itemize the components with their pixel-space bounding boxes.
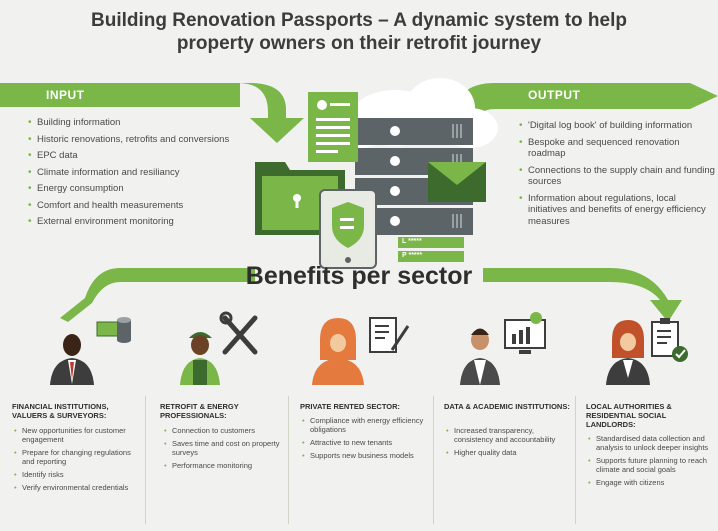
output-label: OUTPUT [528, 88, 581, 102]
input-list: Building information Historic renovation… [28, 117, 243, 233]
sector-list-data-academic: Increased transparency, consistency and … [446, 426, 570, 461]
sector-title-private-rented: PRIVATE RENTED SECTOR: [300, 402, 401, 411]
input-item: External environment monitoring [28, 216, 243, 228]
login-username-field: L ***** [402, 238, 422, 245]
input-item: Comfort and health measurements [28, 200, 243, 212]
sector-divider [433, 396, 434, 524]
person-official-icon [606, 320, 650, 385]
output-item: Connections to the supply chain and fund… [519, 165, 715, 188]
sector-list-financial: New opportunities for customer engagemen… [14, 426, 142, 496]
sector-list-retrofit: Connection to customers Saves time and c… [164, 426, 282, 474]
sector-item: Verify environmental credentials [14, 483, 142, 492]
sector-item: New opportunities for customer engagemen… [14, 426, 142, 444]
person-academic-icon [460, 328, 500, 385]
output-item: Bespoke and sequenced renovation roadmap [519, 137, 715, 160]
tools-icon [219, 311, 258, 355]
output-list: 'Digital log book' of building informati… [519, 120, 715, 232]
sector-title-retrofit: RETROFIT & ENERGY PROFESSIONALS: [160, 402, 239, 420]
benefits-arrow-right [483, 268, 682, 322]
sector-item: Compliance with energy efficiency obliga… [302, 416, 428, 434]
sector-item: Supports new business models [302, 451, 428, 460]
clipboard-check-icon [651, 318, 688, 362]
login-fields [398, 237, 464, 262]
input-item: Historic renovations, retrofits and conv… [28, 134, 243, 146]
benefits-heading: Benefits per sector [245, 262, 473, 290]
output-item: Information about regulations, local ini… [519, 193, 715, 228]
login-password-field: P ***** [402, 252, 423, 259]
title-line-1: Building Renovation Passports – A dynami… [91, 10, 627, 31]
title-line-2: property owners on their retrofit journe… [176, 33, 542, 54]
person-tradesperson-icon [180, 332, 220, 385]
input-arrow [0, 83, 304, 143]
sector-title-local-authorities: LOCAL AUTHORITIES & RESIDENTIAL SOCIAL L… [586, 402, 672, 429]
sector-item: Increased transparency, consistency and … [446, 426, 570, 444]
person-banker-icon [50, 334, 94, 385]
sector-item: Higher quality data [446, 448, 570, 457]
sector-title-data-academic: DATA & ACADEMIC INSTITUTIONS: [444, 402, 570, 411]
sector-item: Attractive to new tenants [302, 438, 428, 447]
sector-item: Supports future planning to reach climat… [588, 456, 714, 474]
sector-item: Saves time and cost on property surveys [164, 439, 282, 457]
sector-divider [575, 396, 576, 524]
output-arrow [455, 83, 718, 135]
benefits-arrow-left [60, 268, 255, 322]
sector-divider [288, 396, 289, 524]
sector-item: Engage with citizens [588, 478, 714, 487]
sector-item: Connection to customers [164, 426, 282, 435]
sector-title-financial: FINANCIAL INSTITUTIONS, VALUERS & SURVEY… [12, 402, 109, 420]
person-hijab-icon [312, 318, 364, 385]
input-item: EPC data [28, 150, 243, 162]
input-label: INPUT [46, 88, 85, 102]
sector-item: Standardised data collection and analysi… [588, 434, 714, 452]
sector-item: Identify risks [14, 470, 142, 479]
input-item: Building information [28, 117, 243, 129]
sector-item: Prepare for changing regulations and rep… [14, 448, 142, 466]
sector-list-local-authorities: Standardised data collection and analysi… [588, 434, 714, 491]
sector-divider [145, 396, 146, 524]
tablet-icon [319, 189, 377, 269]
money-coins-icon [96, 317, 131, 343]
computer-data-icon [504, 312, 546, 354]
contract-pen-icon [369, 317, 410, 353]
sector-list-private-rented: Compliance with energy efficiency obliga… [302, 416, 428, 464]
document-icon [308, 92, 358, 162]
sector-item: Performance monitoring [164, 461, 282, 470]
output-item: 'Digital log book' of building informati… [519, 120, 715, 132]
input-item: Energy consumption [28, 183, 243, 195]
input-item: Climate information and resiliancy [28, 167, 243, 179]
envelope-icon [428, 162, 486, 202]
